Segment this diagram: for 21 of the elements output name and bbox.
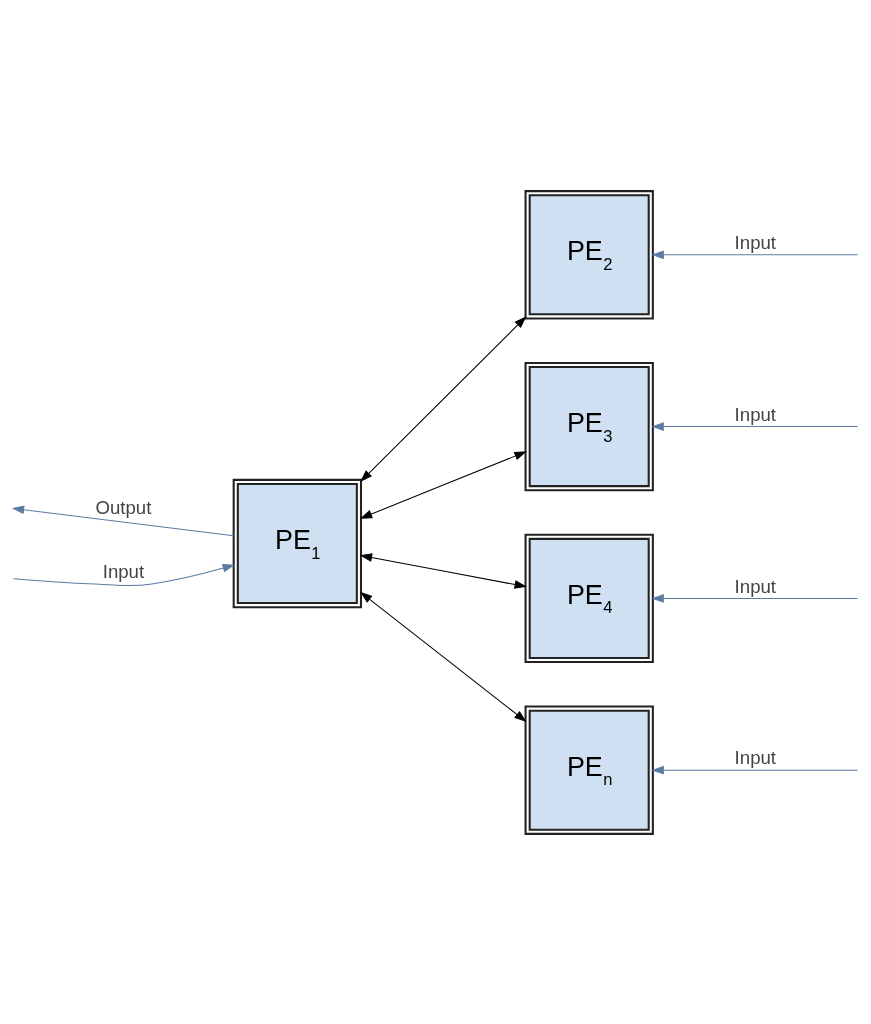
node-box: PE$_{1}$ [232,478,362,608]
edge-label: Input [734,231,776,253]
edge-label: Input [734,575,776,597]
arrow [12,563,235,586]
arrow [651,765,859,775]
node-box: PE$_{n}$ [524,705,654,835]
arrow [360,591,527,722]
arrow [651,593,859,603]
node-box: PE$_{3}$ [524,361,654,491]
arrow [651,421,859,431]
edge-label: Input [734,403,776,425]
arrow [360,315,527,482]
node-box: PE$_{4}$ [524,533,654,663]
edge-label: Output [95,496,152,518]
edge-label: Input [734,746,776,768]
arrow [651,249,859,259]
node-box: PE$_{2}$ [524,189,654,319]
arrow [11,504,235,536]
edge-label: Input [102,560,145,582]
arrow [359,552,527,589]
arrow [359,450,527,519]
